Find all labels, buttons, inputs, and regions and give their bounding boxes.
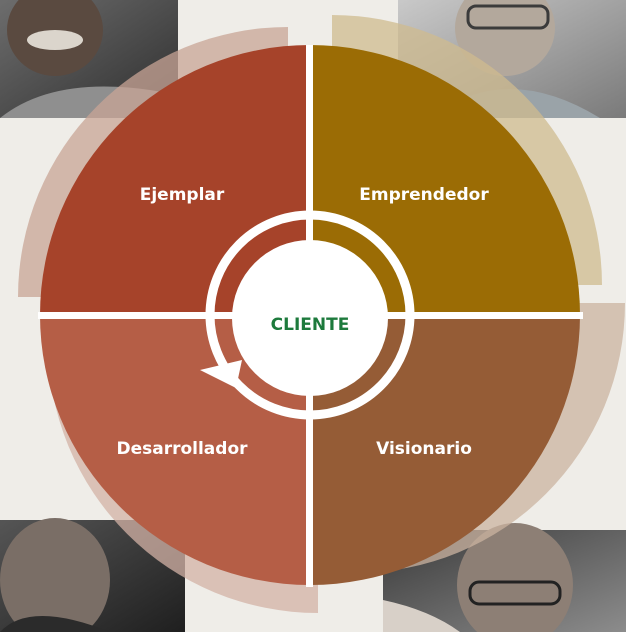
photo-bottom-left [0, 518, 185, 632]
photo-top-left [0, 0, 178, 118]
quadrant-visionario [310, 315, 580, 585]
quadrant-ejemplar [40, 45, 310, 315]
quadrant-label-emprendedor: Emprendedor [359, 185, 489, 205]
cycle-ring [200, 210, 415, 420]
center-label: CLIENTE [271, 315, 350, 335]
quadrant-desarrollador [40, 315, 310, 585]
quadrant-label-desarrollador: Desarrollador [116, 439, 248, 459]
quadrant-label-ejemplar: Ejemplar [140, 185, 225, 205]
quadrant-emprendedor [310, 45, 580, 315]
quadrant-label-visionario: Visionario [376, 439, 472, 459]
cycle-arrow-icon [200, 360, 242, 388]
center-disc [232, 240, 388, 396]
quadrants [40, 45, 580, 585]
